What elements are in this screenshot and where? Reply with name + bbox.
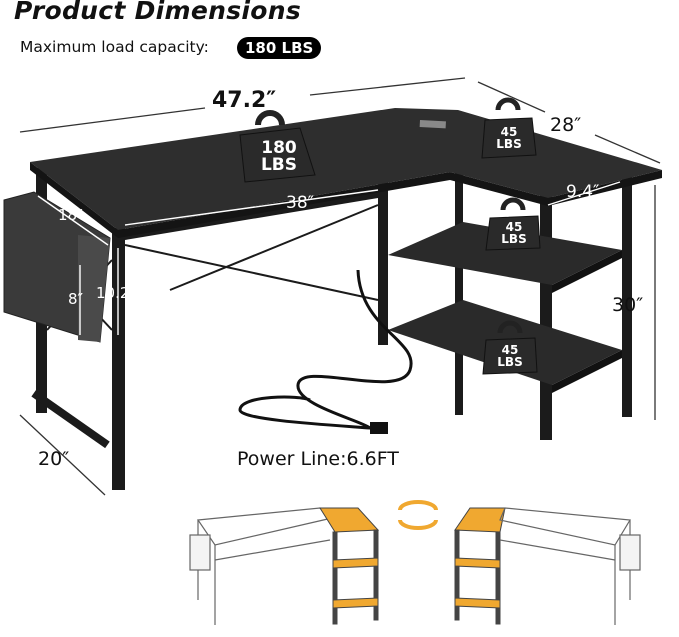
weight-unit: LBS (501, 232, 527, 246)
shelf-width-label: 9.4″ (566, 182, 600, 202)
weight-blocks (239, 97, 541, 375)
depth-label: 20″ (38, 448, 70, 470)
weight-number: 45 (500, 125, 518, 139)
power-outlet (419, 120, 446, 129)
weight-unit: LBS (496, 137, 522, 151)
bag-height-label: 8″ (68, 290, 84, 308)
layout-diagram-right (499, 507, 641, 625)
power-line-label: Power Line:6.6FT (237, 448, 399, 470)
inner-length-label: 38″ (286, 193, 314, 213)
bag-width-label: 18″ (58, 206, 83, 224)
white-dimension-lines (37, 181, 621, 335)
power-cord (238, 269, 413, 430)
width-label: 47.2″ (212, 88, 277, 113)
load-capacity-label: Maximum load capacity: (20, 38, 209, 56)
dimension-lines (19, 77, 661, 496)
layout-diagram-right-shelf (454, 507, 506, 625)
weight-number: 45 (505, 220, 523, 234)
rotate-icon (398, 500, 438, 530)
weight-unit: LBS (497, 355, 523, 369)
height-label: 30″ (612, 294, 644, 316)
layout-diagram-left-shelf (319, 507, 380, 625)
weight-number: 45 (501, 343, 519, 357)
return-depth-label: 28″ (550, 114, 582, 136)
shelf-middle (388, 222, 622, 285)
layout-diagram-left (189, 507, 334, 625)
weight-unit: LBS (260, 155, 298, 175)
load-capacity-badge: 180 LBS (237, 37, 322, 59)
weight-number: 180 (261, 138, 297, 158)
bag-total-label: 10.2 (96, 284, 130, 302)
page-title: Product Dimensions (14, 0, 302, 25)
